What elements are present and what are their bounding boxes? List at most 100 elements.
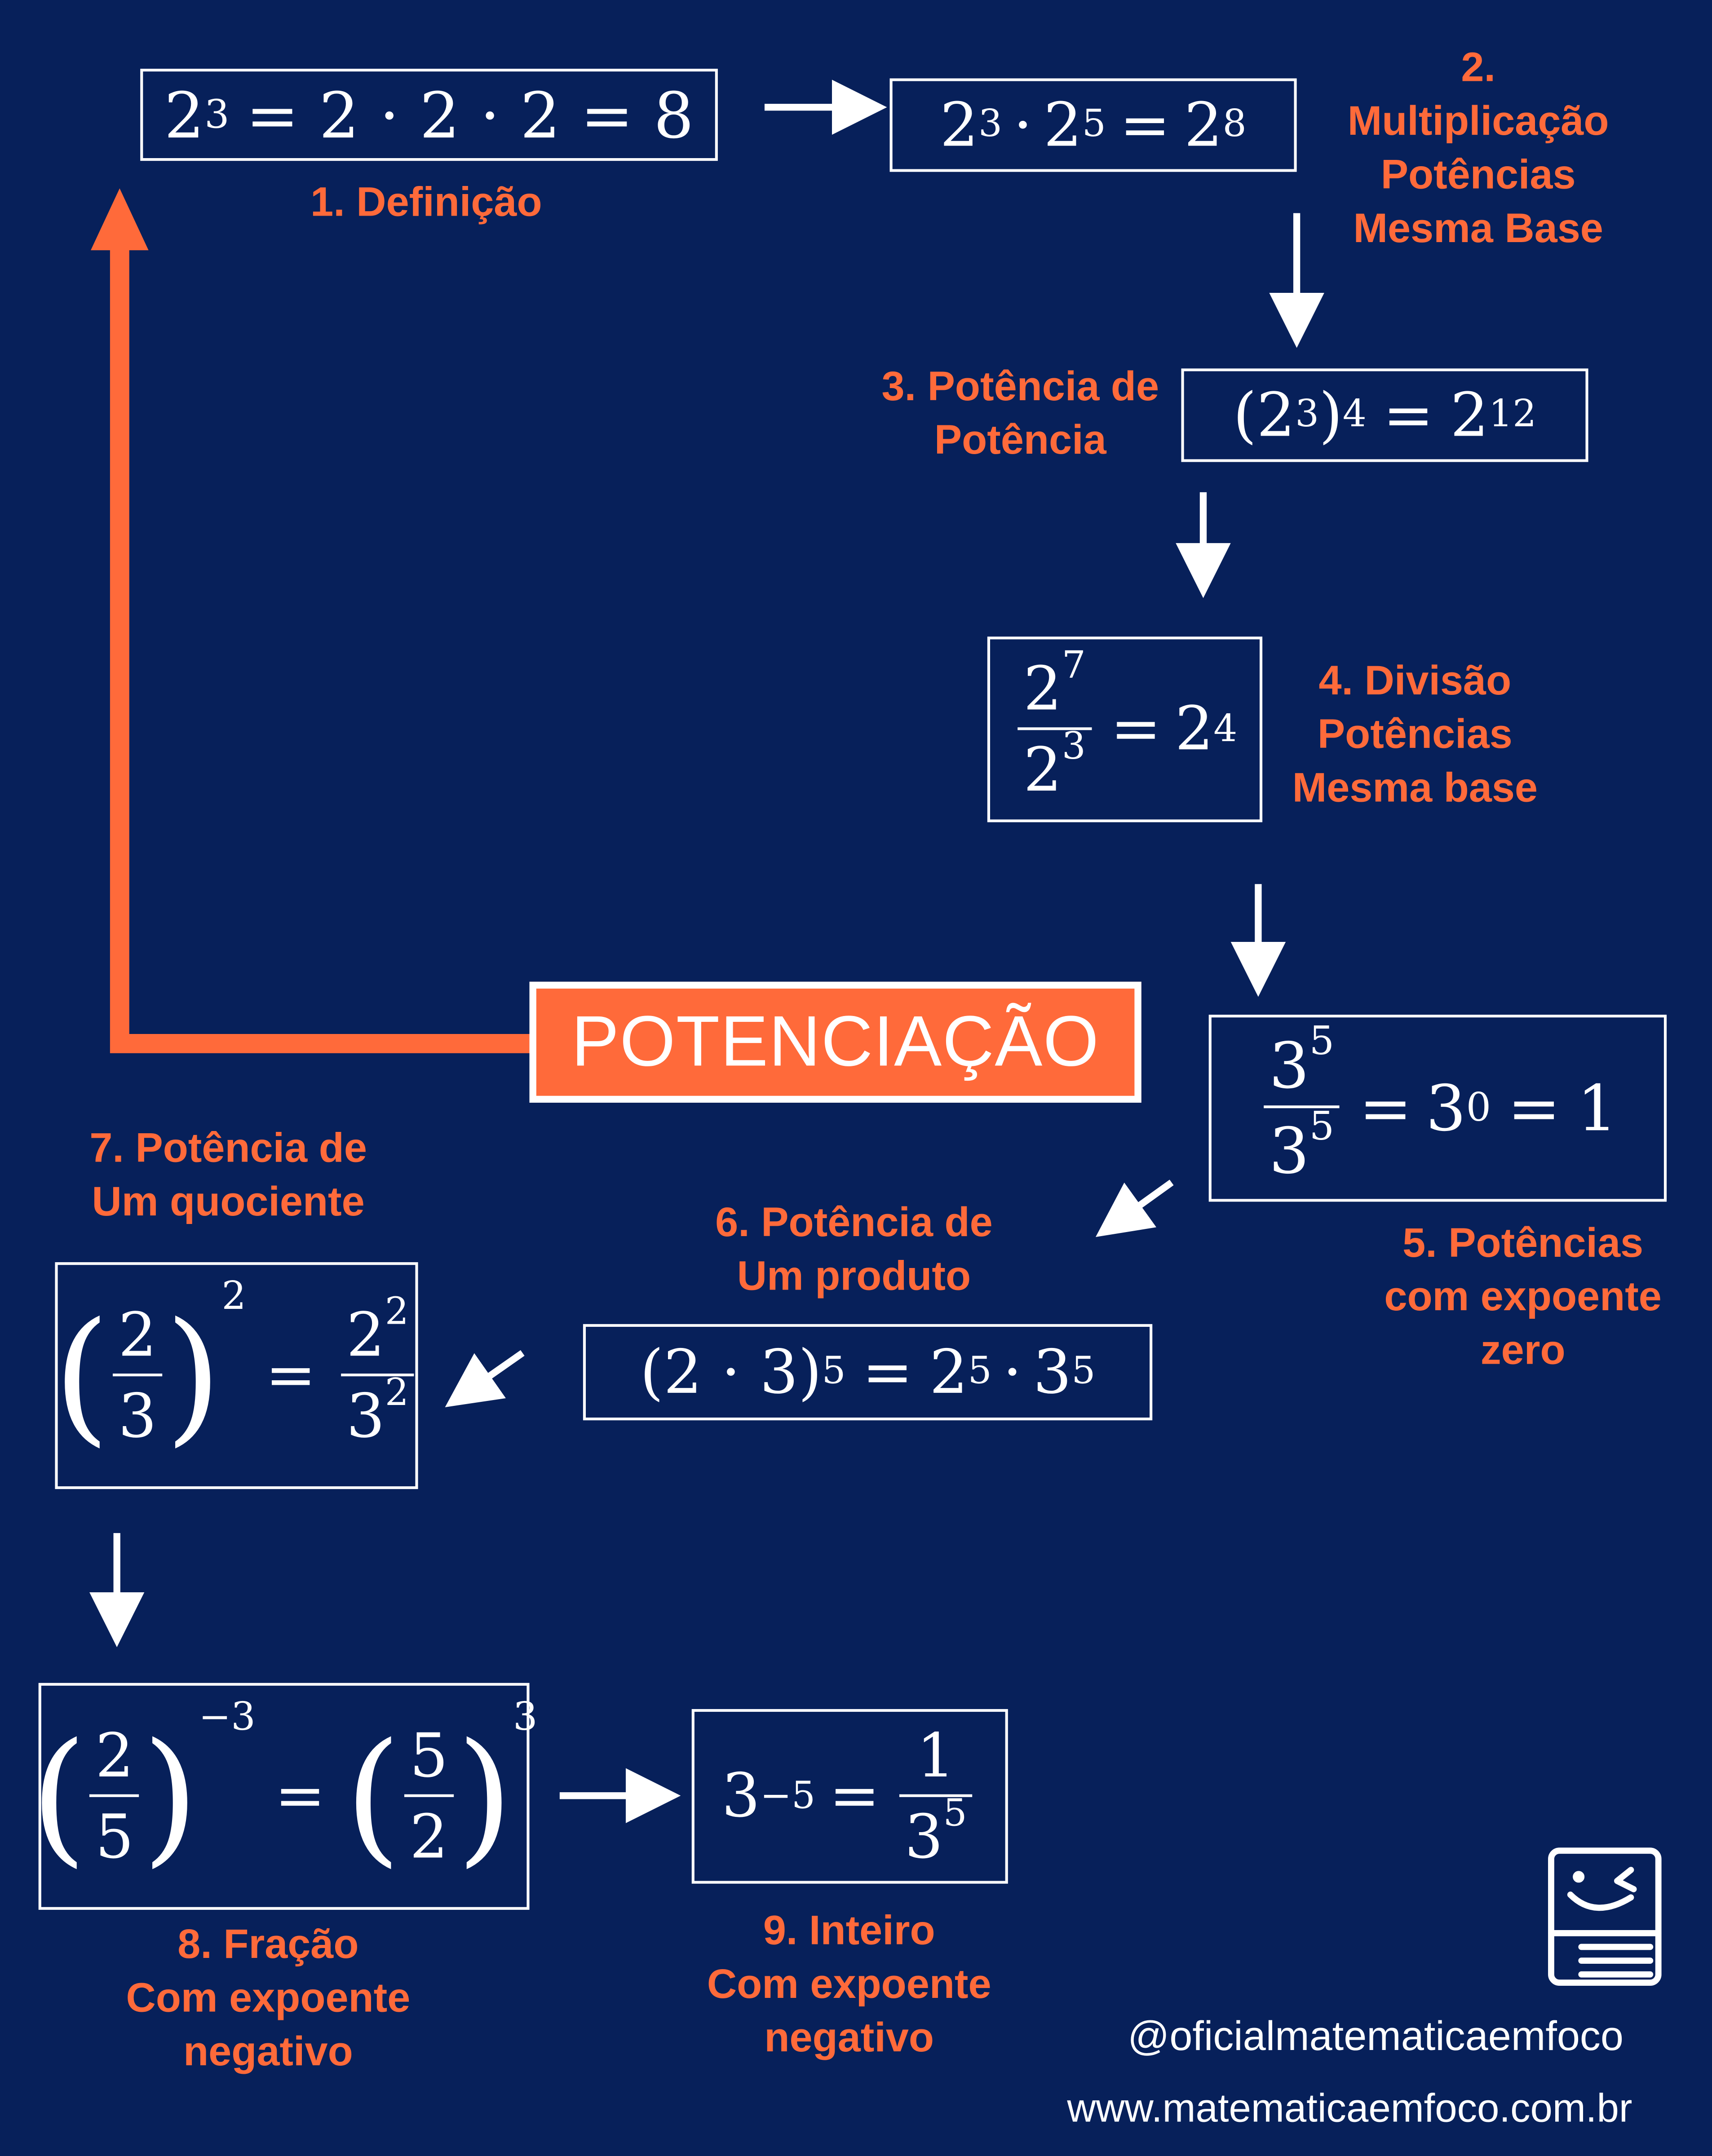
f8-eq: = [274,1761,326,1832]
f7-eq: = [265,1340,316,1411]
label-8-line-2: Com expoente [126,1975,411,2021]
label-6-line-1: 6. Potência de [715,1200,993,1246]
main-title-box: POTENCIAÇÃO [529,981,1141,1103]
f9-fraction: 1 35 [899,1721,973,1872]
f8-den: 5 [89,1794,140,1872]
f8-rhs-fraction: 5 2 [404,1721,454,1872]
label-6-line-2: Um produto [737,1254,971,1299]
f9-rnum: 1 [916,1720,956,1791]
label-4-line-3: Mesma base [1292,766,1538,812]
orange-loop-arrow [110,240,530,1053]
f3-base: 2 [1256,380,1296,451]
f2-eq: = [1119,90,1171,160]
f9-rden: 3 [904,1802,943,1872]
f4-rbase: 2 [1175,694,1214,764]
label-9-line-2: Com expoente [707,1962,991,2008]
label-1-line-1: 1. Definição [310,180,542,226]
f8-exp: −3 [199,1694,256,1740]
arrow-6-to-7 [445,1350,525,1407]
formula-box-quotient-power: ( 2 3 ) 2 = 22 32 [53,1262,418,1489]
f1-rhs: = 2 · 2 · 2 = 8 [246,77,694,152]
label-2-line-3: Potências [1380,152,1576,198]
label-3-line-1: 3. Potência de [881,364,1159,410]
f8-rnum: 5 [409,1720,448,1791]
f7-rhs-fraction: 22 32 [341,1293,415,1451]
f5-fraction: 35 35 [1263,1021,1340,1188]
label-4-line-2: Potências [1317,712,1513,758]
f3-open: ( [1233,380,1257,451]
arrow-5-to-6 [1095,1180,1174,1237]
f7-rnum: 2 [346,1300,385,1370]
label-8-line-1: 8. Fração [177,1922,359,1968]
f2-c: 2 [1184,90,1223,160]
f7-rden: 3 [346,1381,385,1451]
label-2: 2. Multiplicação Potências Mesma Base [1313,41,1643,256]
f8-rhs: ( 5 2 ) [345,1711,513,1881]
f5-den: 3 [1269,1113,1309,1188]
label-8-line-3: negativo [183,2029,353,2075]
label-9-line-3: negativo [764,2015,934,2061]
f8-fraction: 2 5 [89,1720,140,1872]
f3-close: ) [1319,380,1343,451]
f4-den-exp: 3 [1062,725,1086,768]
f5-result: 1 [1577,1071,1618,1145]
f8-lhs: ( 2 5 ) [30,1711,199,1881]
formula-box-integer-negative-exp: 3−5 = 1 35 [691,1709,1008,1884]
f5-mid: 3 [1425,1071,1466,1145]
label-7-line-1: 7. Potência de [89,1126,367,1172]
label-5-line-3: zero [1480,1328,1566,1374]
label-1: 1. Definição [220,176,633,230]
main-title: POTENCIAÇÃO [571,1002,1100,1082]
f1-base: 2 [164,77,205,152]
f3-rbase: 2 [1450,380,1489,451]
f3-eq: = [1383,380,1434,451]
label-2-line-1: 2. [1461,45,1495,91]
book-face-icon [1548,1847,1662,1986]
formula-box-fraction-negative-exp: ( 2 5 ) −3 = ( 5 2 ) 3 [31,1683,538,1910]
label-9: 9. Inteiro Com expoente negativo [681,1904,1017,2065]
f2-a: 2 [940,90,979,160]
f7-num: 2 [118,1300,157,1370]
f8-rexp: 3 [513,1694,538,1740]
f7-lhs: ( 2 3 ) [53,1290,222,1460]
f9-eq: = [829,1761,880,1832]
label-6: 6. Potência de Um produto [695,1196,1013,1303]
f4-fraction: 27 23 [1017,646,1092,805]
f5-num-exp: 5 [1309,1018,1335,1064]
f5-eq-1: = [1359,1071,1412,1145]
f6-dot: · [1003,1337,1022,1408]
f7-fraction: 2 3 [112,1300,163,1451]
f7-rden-exp: 2 [385,1371,409,1414]
label-5-line-2: com expoente [1384,1274,1662,1320]
f8-num: 2 [95,1720,134,1791]
label-3: 3. Potência de Potência [863,360,1177,468]
label-4: 4. Divisão Potências Mesma base [1265,654,1565,815]
social-handle: @oficialmatematicaemfoco [1128,2014,1624,2060]
f4-num-exp: 7 [1062,644,1086,687]
f2-dot: · [1013,90,1033,160]
label-3-line-2: Potência [934,418,1106,464]
f5-den-exp: 5 [1309,1104,1335,1149]
label-5: 5. Potências com expoente zero [1354,1217,1691,1378]
label-8: 8. Fração Com expoente negativo [96,1918,440,2079]
f7-den: 3 [112,1373,163,1451]
f7-exp: 2 [221,1273,246,1319]
f9-rden-exp: 5 [943,1792,967,1835]
label-5-line-1: 5. Potências [1402,1221,1644,1267]
label-9-line-1: 9. Inteiro [763,1908,935,1954]
website-url: www.matematicaemfoco.com.br [1067,2087,1632,2131]
label-7-line-2: Um quociente [92,1180,365,1225]
label-2-line-2: Multiplicação [1347,99,1609,145]
f4-num: 2 [1023,654,1062,724]
orange-arrowhead [91,188,149,251]
f6-lhs: (2 · 3) [640,1337,822,1408]
f4-den: 2 [1023,735,1062,805]
label-4-line-1: 4. Divisão [1318,658,1512,704]
